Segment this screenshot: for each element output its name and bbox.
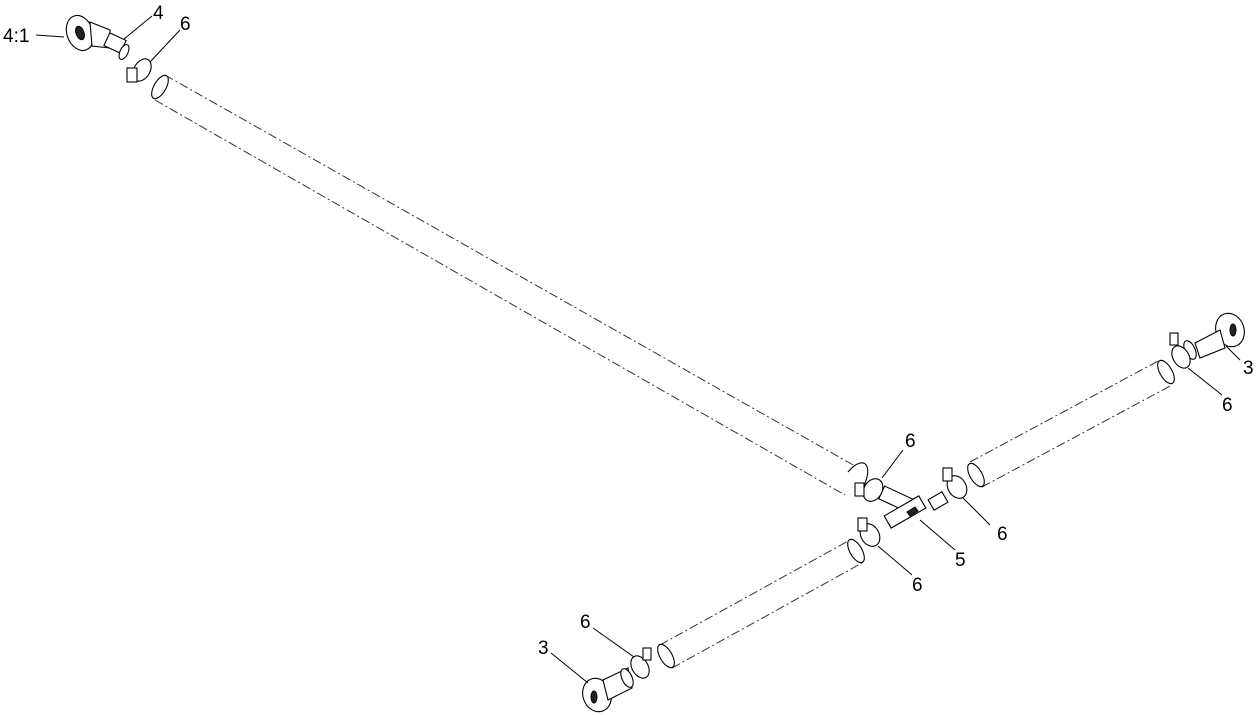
hose-lower — [657, 538, 865, 669]
callout-6-right: 6 — [1222, 395, 1233, 416]
clamp-bottom — [630, 647, 652, 679]
clamp-tee-right — [942, 467, 968, 499]
clamp-right — [1169, 332, 1191, 369]
callout-6-top: 6 — [180, 14, 191, 35]
callout-6-tee-right: 6 — [997, 524, 1008, 545]
clamp-tee-bottom — [857, 517, 881, 547]
callout-6-bottom: 6 — [580, 612, 591, 633]
callout-4-1: 4:1 — [3, 26, 29, 47]
clamp-top — [126, 58, 152, 83]
nozzle-bottom-3 — [582, 667, 634, 713]
hose-right — [967, 359, 1175, 488]
tee-fitting-5 — [877, 485, 949, 529]
callout-4: 4 — [153, 3, 164, 24]
coupler-4-1 — [65, 14, 111, 52]
callout-6-tee-bottom: 6 — [912, 575, 923, 596]
callout-6-tee-left: 6 — [905, 431, 916, 452]
callout-3-right: 3 — [1243, 358, 1254, 379]
leader-lines — [35, 15, 1241, 684]
hose-upper — [151, 74, 869, 496]
callout-5: 5 — [955, 550, 966, 571]
clamp-tee-left — [854, 478, 884, 502]
callout-3-bottom: 3 — [538, 638, 549, 659]
nozzle-right-3 — [1183, 312, 1245, 360]
fitting-4 — [103, 32, 130, 60]
